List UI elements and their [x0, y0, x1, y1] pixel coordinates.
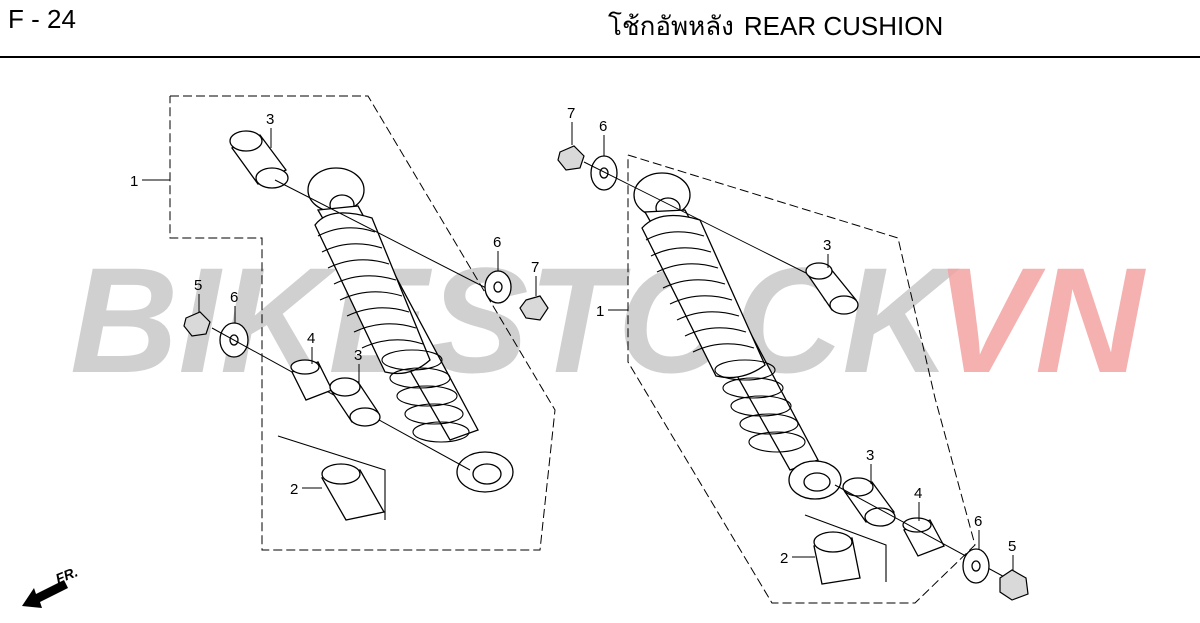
callout-4-right: 4 [914, 485, 922, 502]
left-bushing-3-top [229, 130, 289, 189]
callout-3-right-bottom: 3 [866, 447, 874, 464]
left-assembly-boundary [169, 95, 556, 551]
left-nut-5 [183, 311, 211, 337]
left-shock-absorber [307, 167, 514, 493]
right-callouts: 7 6 3 1 3 4 6 5 2 [567, 105, 1016, 570]
callout-1-right: 1 [596, 303, 604, 320]
callout-6-left-right: 6 [493, 234, 501, 251]
page-code: F - 24 [8, 4, 76, 34]
right-assembly-boundary [627, 154, 976, 604]
left-bushing-2 [320, 463, 386, 521]
header-divider [0, 56, 1200, 58]
watermark-accent: VN [935, 236, 1146, 404]
callout-2-left: 2 [290, 481, 298, 498]
right-bushing-3-bottom [842, 477, 896, 527]
page-header: F - 24 โช้กอัพหลัง REAR CUSHION [0, 0, 1200, 58]
page-title-english: REAR CUSHION [743, 11, 944, 41]
callout-6-right-bottom: 6 [974, 513, 982, 530]
callout-3-right-top: 3 [823, 237, 831, 254]
right-bushing-3-top [805, 262, 859, 315]
callout-6-right-top: 6 [599, 118, 607, 135]
left-spring [381, 349, 470, 443]
callout-7-right: 7 [567, 105, 575, 122]
front-label: FR. [53, 563, 80, 586]
callout-3-left-top: 3 [266, 111, 274, 128]
right-bushing-2 [813, 531, 861, 585]
right-collar-4 [902, 517, 945, 557]
callout-2-right: 2 [780, 550, 788, 567]
callout-3-left-bottom: 3 [354, 347, 362, 364]
callout-4-left: 4 [307, 330, 315, 347]
callout-1-left: 1 [130, 173, 138, 190]
left-nut-7-right [519, 295, 549, 321]
right-cap-nut-5 [999, 569, 1029, 601]
callout-7-left-right: 7 [531, 259, 539, 276]
callout-6-left-left: 6 [230, 289, 238, 306]
right-upper-cover [641, 214, 766, 379]
right-spring [714, 359, 806, 453]
left-bushing-3-bottom [329, 377, 381, 427]
right-shock-absorber [633, 172, 842, 500]
left-upper-cover [314, 212, 431, 375]
callout-5-left: 5 [194, 277, 202, 294]
page-title-thai: โช้กอัพหลัง [608, 11, 734, 41]
left-callouts: 1 3 6 7 5 6 4 3 2 [130, 111, 539, 498]
page-title: โช้กอัพหลัง REAR CUSHION [608, 6, 953, 47]
callout-5-right: 5 [1008, 538, 1016, 555]
front-direction-indicator: FR. [22, 563, 80, 608]
front-arrow-icon [22, 580, 68, 608]
right-nut-7 [557, 145, 585, 171]
watermark: BIKESTOCK VN [70, 236, 1146, 404]
